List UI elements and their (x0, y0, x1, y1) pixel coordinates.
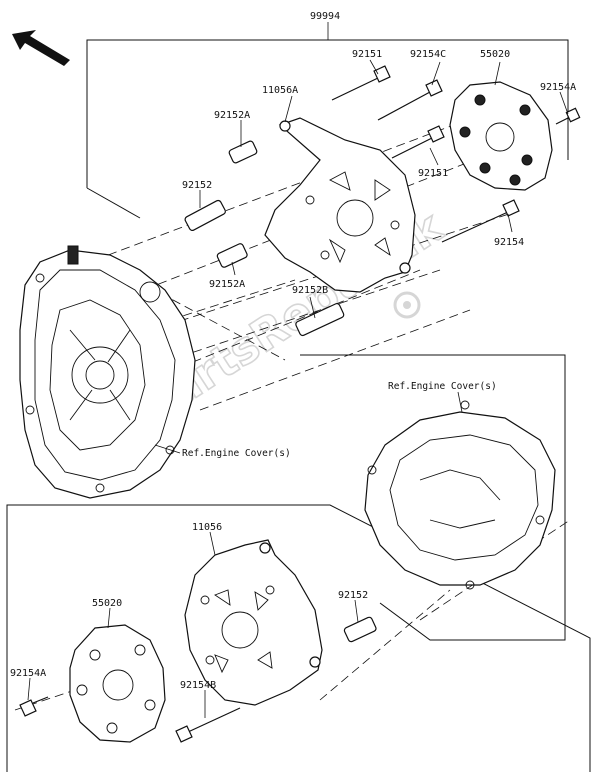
engine-cover-right (364, 400, 556, 590)
label-92152-bottom: 92152 (338, 590, 368, 601)
cover-55020-bottom (69, 624, 166, 743)
label-92152a-top: 92152A (214, 110, 250, 121)
label-92152: 92152 (182, 180, 212, 191)
label-92154a-bottom: 92154A (10, 668, 46, 679)
label-55020-bottom: 55020 (92, 598, 122, 609)
label-92154: 92154 (494, 237, 524, 248)
collar-92152-bottom (343, 616, 377, 643)
watermark-gear-icon (393, 291, 421, 319)
bolt-92154a-top (555, 107, 581, 125)
label-55020-top: 55020 (480, 49, 510, 60)
label-ref-engine-cover-right: Ref.Engine Cover(s) (388, 381, 497, 392)
label-11056a: 11056A (262, 85, 298, 96)
collar-92152 (184, 199, 226, 231)
label-92151-mid: 92151 (418, 168, 448, 179)
label-92152a-low: 92152A (209, 279, 245, 290)
bolt-92154b (175, 707, 241, 743)
engine-cover-left (19, 245, 196, 499)
label-11056: 11056 (192, 522, 222, 533)
assembly-frame (6, 22, 591, 772)
front-arrow-icon (12, 30, 70, 66)
bolt-92154a-bottom (19, 696, 49, 717)
label-92151-top: 92151 (352, 49, 382, 60)
label-92154b: 92154B (180, 680, 216, 691)
bracket-11056a (264, 117, 416, 293)
label-92152b: 92152B (292, 285, 328, 296)
collar-92152b (295, 302, 345, 337)
bracket-11056 (184, 539, 323, 706)
bolt-92154 (441, 199, 520, 243)
leader-lines (27, 59, 569, 718)
collar-92152a-low (216, 243, 248, 268)
label-92154c: 92154C (410, 49, 446, 60)
bolt-92154c (377, 79, 443, 121)
part-labels: 99994 92151 92154C 55020 92154A 11056A 9… (10, 11, 576, 691)
label-99994: 99994 (310, 11, 340, 22)
label-92154a-top: 92154A (540, 82, 576, 93)
bolt-92151-top (331, 65, 391, 101)
cover-55020-top (449, 81, 553, 191)
label-ref-engine-cover-left: Ref.Engine Cover(s) (182, 448, 291, 459)
bolt-92151-mid (391, 125, 445, 159)
collar-92152a-top (228, 140, 258, 164)
